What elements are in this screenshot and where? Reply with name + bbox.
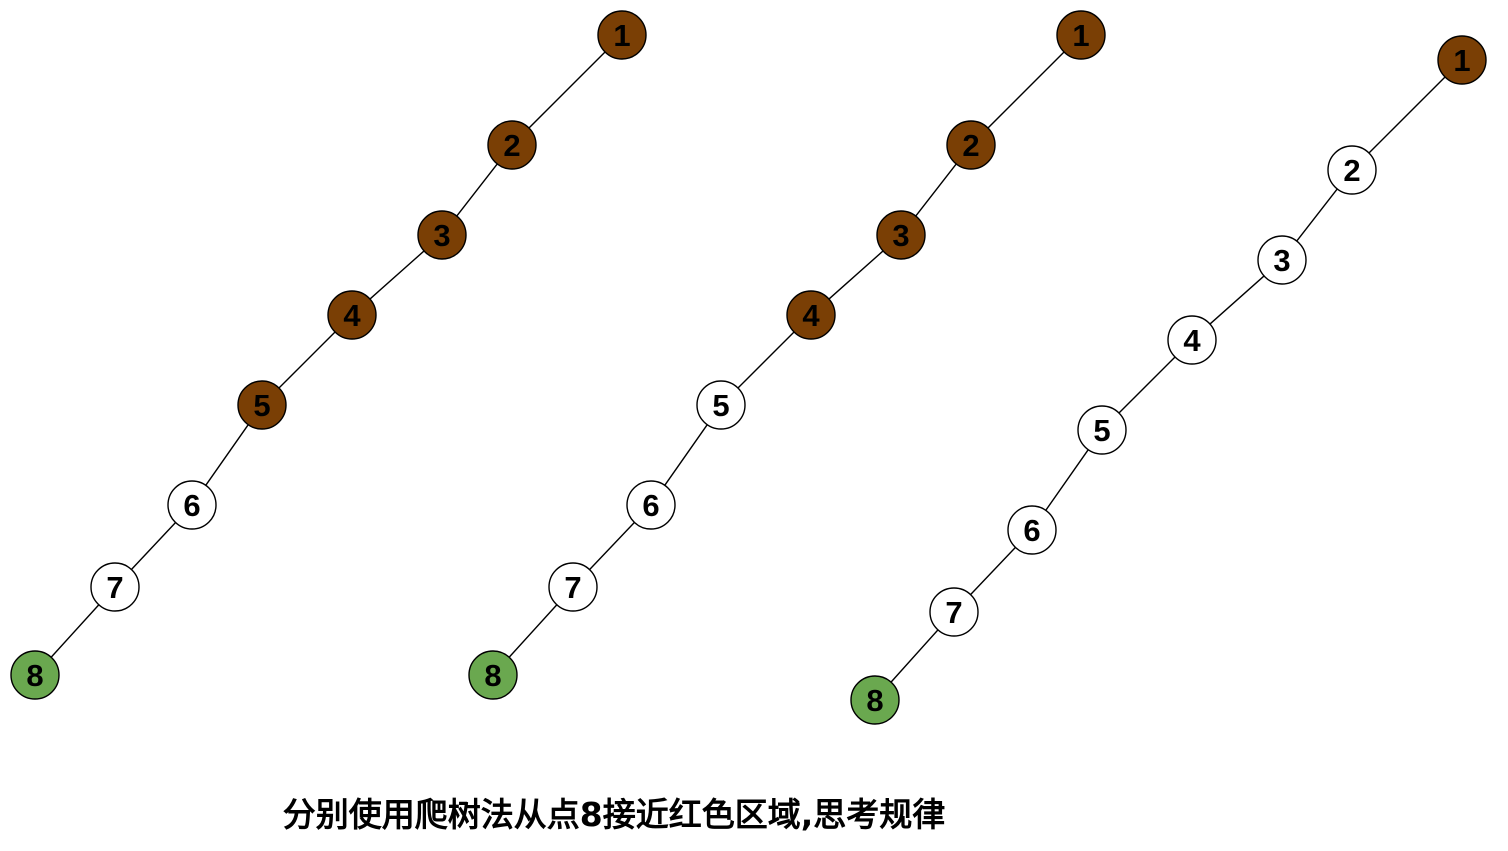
tree-node-6: 6 bbox=[1007, 505, 1057, 555]
node-label: 7 bbox=[564, 570, 581, 605]
tree-node-2: 2 bbox=[487, 120, 537, 170]
tree-edge bbox=[130, 522, 177, 570]
tree-edge bbox=[890, 629, 939, 683]
node-circle bbox=[1077, 405, 1127, 455]
node-circle bbox=[696, 380, 746, 430]
node-label: 3 bbox=[892, 218, 909, 253]
node-label: 2 bbox=[503, 128, 520, 163]
node-label: 1 bbox=[613, 18, 630, 53]
node-label: 7 bbox=[106, 570, 123, 605]
node-label: 1 bbox=[1453, 43, 1470, 78]
node-circle bbox=[1257, 235, 1307, 285]
node-circle bbox=[167, 480, 217, 530]
tree-edge bbox=[508, 604, 558, 658]
tree-node-2: 2 bbox=[946, 120, 996, 170]
tree-node-8: 8 bbox=[468, 650, 518, 700]
node-circle bbox=[929, 587, 979, 637]
node-circle bbox=[327, 290, 377, 340]
tree-edge bbox=[589, 521, 635, 571]
tree-node-6: 6 bbox=[167, 480, 217, 530]
tree-node-3: 3 bbox=[1257, 235, 1307, 285]
node-label: 6 bbox=[183, 488, 200, 523]
tree-node-8: 8 bbox=[10, 650, 60, 700]
tree-node-3: 3 bbox=[876, 210, 926, 260]
node-label: 6 bbox=[1023, 513, 1040, 548]
node-label: 8 bbox=[484, 658, 501, 693]
node-label: 4 bbox=[1183, 323, 1201, 358]
node-label: 8 bbox=[866, 683, 883, 718]
tree-edge bbox=[828, 250, 884, 300]
tree-node-8: 8 bbox=[850, 675, 900, 725]
tree-edge bbox=[278, 331, 336, 389]
node-circle bbox=[468, 650, 518, 700]
node-label: 7 bbox=[945, 595, 962, 630]
node-label: 5 bbox=[712, 388, 729, 423]
node-label: 8 bbox=[26, 658, 43, 693]
node-circle bbox=[487, 120, 537, 170]
tree-node-7: 7 bbox=[548, 562, 598, 612]
tree-node-1: 1 bbox=[597, 10, 647, 60]
node-circle bbox=[237, 380, 287, 430]
tree-edge bbox=[456, 163, 498, 217]
tree-edge bbox=[528, 51, 606, 129]
node-circle bbox=[626, 480, 676, 530]
node-label: 3 bbox=[433, 218, 450, 253]
tree-node-6: 6 bbox=[626, 480, 676, 530]
tree-edge bbox=[987, 51, 1065, 129]
tree-node-5: 5 bbox=[237, 380, 287, 430]
node-circle bbox=[786, 290, 836, 340]
node-circle bbox=[1056, 10, 1106, 60]
node-circle bbox=[850, 675, 900, 725]
tree-edge bbox=[737, 331, 795, 389]
node-circle bbox=[10, 650, 60, 700]
tree-1: 1 2 3 4 5 6 7 8 bbox=[10, 10, 647, 700]
tree-node-4: 4 bbox=[327, 290, 377, 340]
tree-node-3: 3 bbox=[417, 210, 467, 260]
tree-edge bbox=[205, 424, 249, 486]
tree-3: 1 2 3 4 5 6 7 8 bbox=[850, 35, 1487, 725]
tree-node-5: 5 bbox=[696, 380, 746, 430]
node-label: 4 bbox=[802, 298, 820, 333]
node-circle bbox=[1327, 145, 1377, 195]
tree-node-5: 5 bbox=[1077, 405, 1127, 455]
tree-edge bbox=[1045, 449, 1089, 511]
tree-edge bbox=[664, 424, 708, 486]
node-label: 2 bbox=[962, 128, 979, 163]
tree-edge bbox=[970, 546, 1016, 596]
tree-node-2: 2 bbox=[1327, 145, 1377, 195]
tree-edge bbox=[1368, 76, 1446, 154]
node-circle bbox=[417, 210, 467, 260]
node-label: 4 bbox=[343, 298, 361, 333]
node-circle bbox=[1167, 315, 1217, 365]
tree-node-7: 7 bbox=[929, 587, 979, 637]
tree-edge bbox=[1209, 275, 1265, 325]
node-circle bbox=[548, 562, 598, 612]
tree-edge bbox=[1296, 188, 1338, 242]
node-label: 2 bbox=[1343, 153, 1360, 188]
node-circle bbox=[1007, 505, 1057, 555]
node-circle bbox=[1437, 35, 1487, 85]
node-label: 5 bbox=[253, 388, 270, 423]
tree-edge bbox=[1118, 356, 1176, 414]
tree-edge bbox=[50, 604, 100, 658]
node-circle bbox=[876, 210, 926, 260]
node-circle bbox=[946, 120, 996, 170]
tree-edge bbox=[915, 163, 957, 217]
tree-node-7: 7 bbox=[90, 562, 140, 612]
node-label: 1 bbox=[1072, 18, 1089, 53]
node-circle bbox=[90, 562, 140, 612]
node-label: 6 bbox=[642, 488, 659, 523]
node-label: 3 bbox=[1273, 243, 1290, 278]
node-label: 5 bbox=[1093, 413, 1110, 448]
tree-node-4: 4 bbox=[1167, 315, 1217, 365]
tree-node-1: 1 bbox=[1437, 35, 1487, 85]
tree-node-1: 1 bbox=[1056, 10, 1106, 60]
node-circle bbox=[597, 10, 647, 60]
tree-edge bbox=[369, 250, 425, 300]
caption: 分别使用爬树法从点8接近红色区域,思考规律 bbox=[282, 795, 946, 834]
tree-node-4: 4 bbox=[786, 290, 836, 340]
tree-2: 1 2 3 4 5 6 7 8 bbox=[468, 10, 1106, 700]
